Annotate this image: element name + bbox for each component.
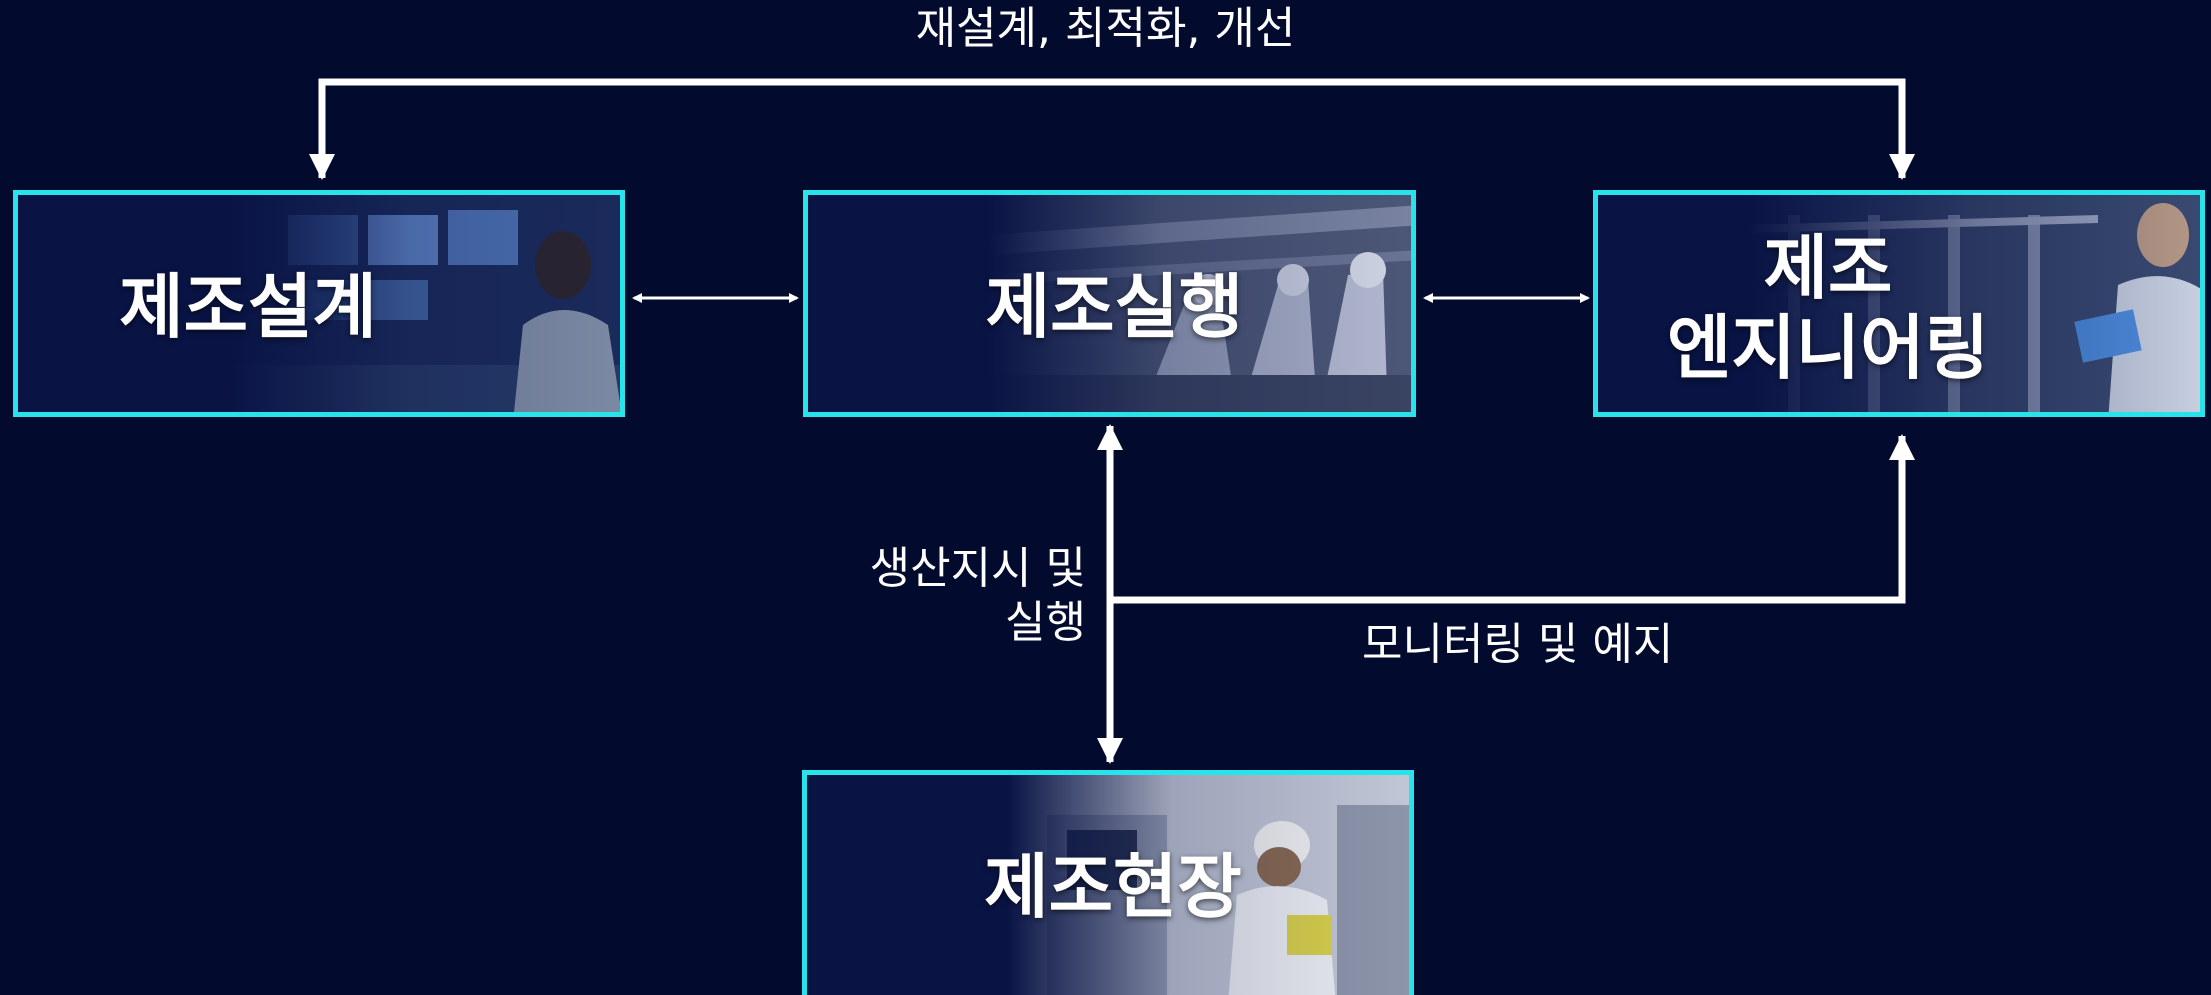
node-execution-label: 제조실행 [985,266,1244,348]
production-order-label-line2: 실행 [1005,597,1086,648]
node-engineering: 제조 엔지니어링 [1593,190,2205,417]
robot-arms-image [988,195,1411,412]
production-order-label: 생산지시 및 실행 [780,542,1086,650]
worker-at-machine-image [1007,775,1409,995]
node-shopfloor-label: 제조현장 [984,846,1242,928]
production-order-label-line1: 생산지시 및 [869,543,1086,594]
engineer-with-tablet-image [1748,195,2200,412]
node-execution: 제조실행 [803,190,1416,417]
monitoring-arrow [1110,434,1915,604]
node-engineering-label: 제조 엔지니어링 [1598,228,2058,388]
feedback-loop-line [309,78,1915,180]
feedback-loop-label: 재설계, 최적화, 개선 [915,3,1296,54]
monitoring-label: 모니터링 및 예지 [1362,619,1674,670]
node-shopfloor: 제조현장 [802,770,1414,995]
node-engineering-label-line2: 엔지니어링 [1667,307,1989,389]
node-engineering-label-line1: 제조 [1763,227,1893,309]
node-design-label: 제조설계 [119,266,377,348]
operator-at-monitors-image [228,195,620,412]
node-design: 제조설계 [13,190,625,417]
